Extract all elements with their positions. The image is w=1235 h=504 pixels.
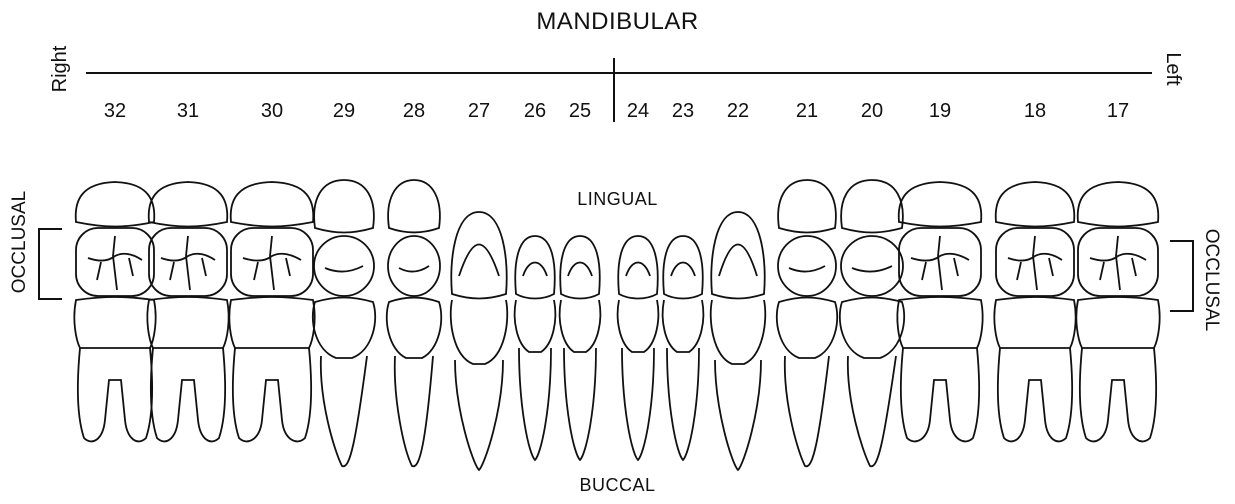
tooth-20: [840, 180, 904, 466]
tooth-25: [560, 236, 601, 460]
tooth-19: [897, 182, 982, 441]
tooth-22: [711, 212, 766, 470]
tooth-23: [663, 236, 704, 460]
tooth-27: [451, 212, 508, 470]
tooth-29: [313, 180, 375, 466]
tooth-21: [777, 180, 837, 466]
tooth-28: [387, 180, 442, 466]
tooth-32: [74, 182, 155, 441]
tooth-17: [1076, 182, 1159, 441]
tooth-18: [994, 182, 1075, 441]
tooth-31: [147, 182, 228, 441]
tooth-26: [515, 236, 556, 460]
tooth-30: [229, 182, 314, 441]
tooth-24: [618, 236, 659, 460]
